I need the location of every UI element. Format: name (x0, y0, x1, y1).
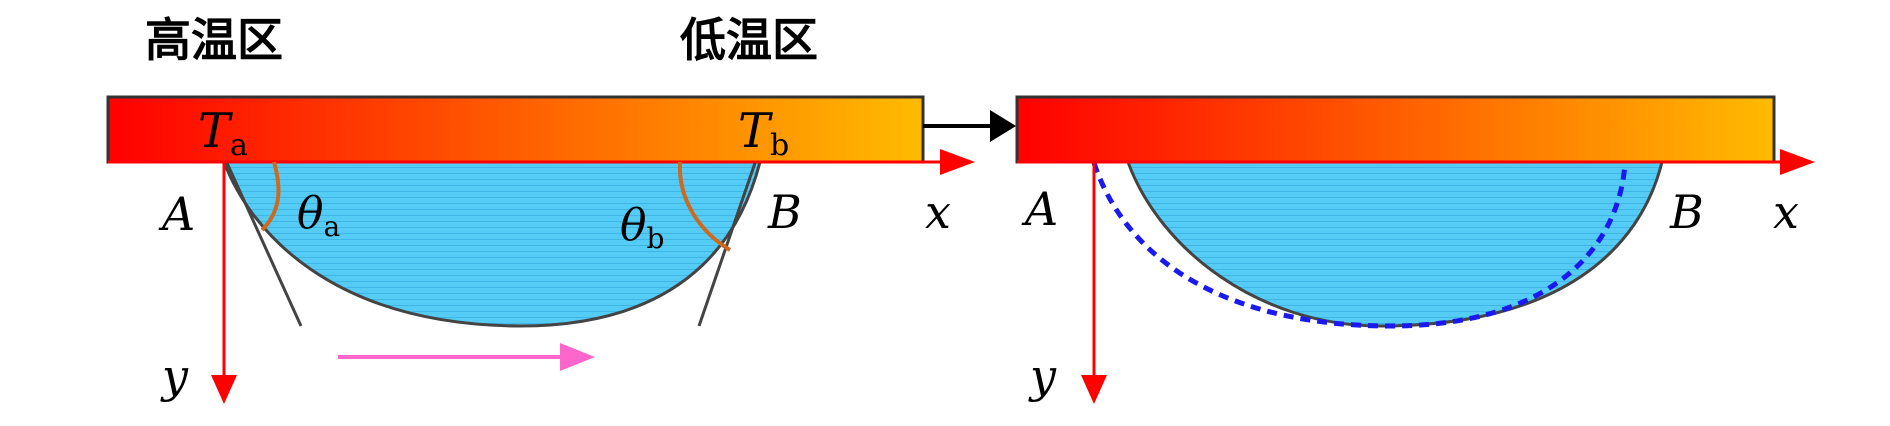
y-axis-label: y (160, 349, 189, 403)
point-a-label: A (158, 187, 195, 241)
angle-arc-b (677, 161, 732, 252)
angle-b-label: θb (620, 200, 664, 255)
y-axis-arrowhead-icon (1081, 375, 1107, 404)
angle-a-label: θa (297, 188, 340, 243)
x-axis-label: x (1773, 185, 1799, 239)
y-axis-arrowhead-icon (211, 375, 237, 404)
y-axis-label: y (1028, 349, 1057, 403)
initial-droplet-outline (1091, 162, 1628, 329)
droplet-shifted (1125, 160, 1664, 328)
angle-arc-a (260, 161, 281, 232)
high-temp-zone-label: 高温区 (145, 13, 283, 67)
arrow-right-icon (990, 110, 1016, 142)
low-temp-zone-label: 低温区 (680, 13, 818, 67)
x-axis-label: x (925, 185, 951, 239)
x-axis-arrowhead-icon (1780, 149, 1815, 175)
temp-b-label: Tb (738, 103, 789, 163)
tangent-line-a (225, 162, 303, 327)
tangent-line-b (697, 162, 757, 327)
heated-plate (1015, 95, 1776, 164)
point-b-label: B (1669, 185, 1704, 239)
transition-arrow (923, 110, 1016, 142)
x-axis-arrowhead-icon (940, 149, 975, 175)
point-a-label: A (1021, 182, 1058, 236)
left-panel: 高温区 低温区 Ta Tb A B θa θb x y (106, 13, 975, 404)
point-b-label: B (767, 185, 802, 239)
temp-a-label: Ta (198, 103, 248, 163)
heated-plate (106, 95, 925, 164)
right-panel: A B x y (1015, 95, 1815, 404)
arrow-right-icon (560, 343, 595, 371)
droplet (221, 160, 762, 328)
